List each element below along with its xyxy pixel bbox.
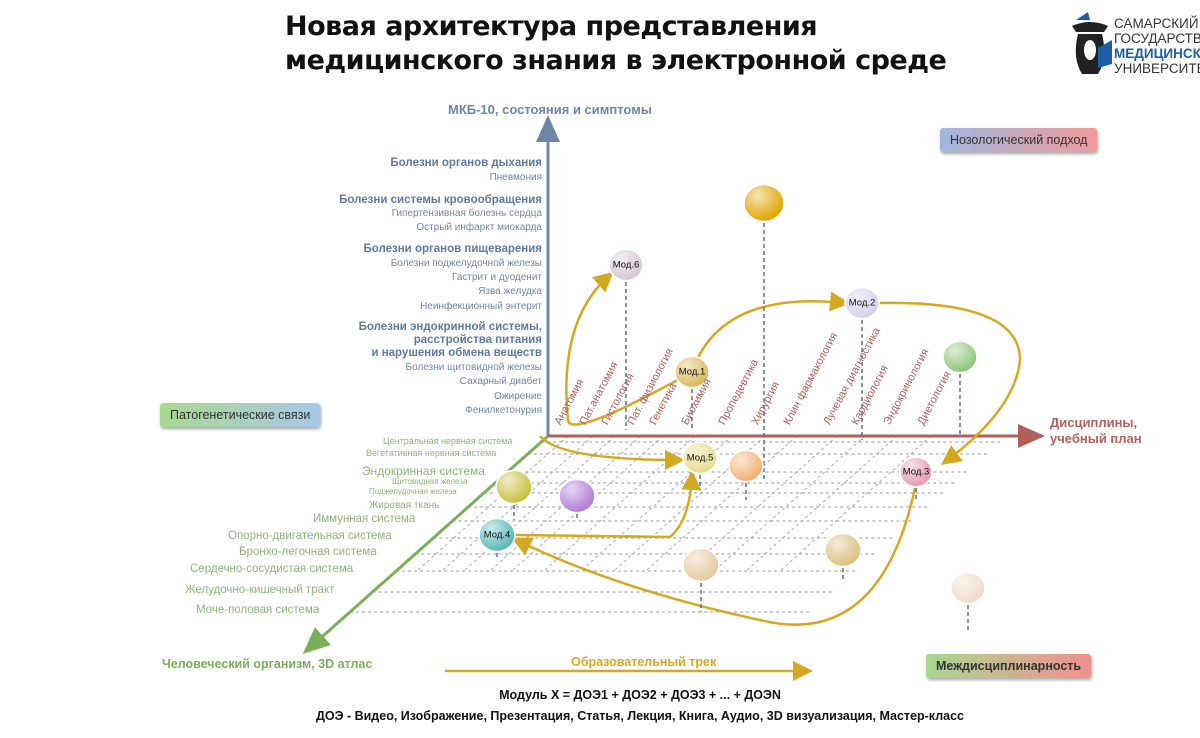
module-sphere[interactable] bbox=[844, 286, 880, 320]
icd-item: Болезни щитовидной железы bbox=[405, 362, 542, 373]
logo-emblem-icon bbox=[1072, 12, 1112, 74]
module-sphere[interactable] bbox=[942, 340, 978, 374]
grid-line bbox=[746, 435, 898, 571]
module-sphere[interactable] bbox=[743, 183, 785, 223]
arrow-mod4-mod5 bbox=[514, 470, 702, 539]
module-label: Мод.3 bbox=[902, 466, 930, 478]
icd-item: Ожирение bbox=[494, 391, 542, 402]
icd-item: Пневмония bbox=[489, 172, 542, 183]
logo-line: УНИВЕРСИТЕТ bbox=[1114, 61, 1200, 76]
logo-line: МЕДИЦИНСКИЙ bbox=[1114, 46, 1200, 61]
nosological-tag: Нозологический подход bbox=[940, 128, 1098, 152]
icd-item: Сахарный диабет bbox=[459, 376, 542, 387]
arrow-mod1-mod2 bbox=[690, 291, 850, 373]
title-line: Новая архитектура представления bbox=[285, 11, 818, 42]
body-system-label: Щитовидная железа bbox=[392, 477, 468, 486]
logo-line: ГОСУДАРСТВЕННЫЙ bbox=[1114, 31, 1200, 46]
body-system-label: Бронхо-легочная система bbox=[239, 546, 377, 559]
horizontal-axis-label: Дисциплины, учебный план bbox=[1050, 415, 1142, 447]
icd-category: и нарушения обмена веществ bbox=[371, 347, 542, 359]
pathogenetic-tag: Патогенетические связи bbox=[160, 403, 321, 427]
body-system-label: Вегетативная нервная система bbox=[366, 447, 497, 458]
module-label: Мод.4 bbox=[483, 529, 511, 541]
module-label: Мод.5 bbox=[686, 452, 714, 464]
module-sphere[interactable] bbox=[899, 456, 933, 488]
module-formula: Модуль X = ДОЭ1 + ДОЭ2 + ДОЭ3 + ... + ДО… bbox=[499, 688, 781, 702]
grid-line bbox=[646, 435, 798, 571]
body-system-label: Желудочно-кишечный тракт bbox=[185, 584, 335, 597]
icd-item: Острый инфаркт миокарда bbox=[416, 222, 542, 233]
body-system-label: Опорно-двигательная система bbox=[228, 530, 392, 543]
diagonal-axis-label: Человеческий организм, 3D атлас bbox=[162, 657, 373, 671]
icd-item: Болезни поджелудочной железы bbox=[390, 258, 542, 269]
body-system-label: Центральная нервная система bbox=[383, 435, 513, 446]
icd-category: расстройства питания bbox=[413, 334, 542, 346]
icd-category: Болезни эндокринной системы, bbox=[358, 321, 542, 333]
module-sphere[interactable] bbox=[682, 441, 718, 475]
arrow-to-mod5 bbox=[539, 435, 685, 470]
module-label: Мод.1 bbox=[678, 366, 706, 378]
slide-title: Новая архитектура представления медицинс… bbox=[285, 10, 947, 78]
icd-category: Болезни системы кровообращения bbox=[339, 194, 542, 206]
axis-label-line: Дисциплины, bbox=[1050, 415, 1138, 430]
doe-legend: ДОЭ - Видео, Изображение, Презентация, С… bbox=[315, 709, 965, 723]
icd-item: Гастрит и дуоденит bbox=[451, 272, 542, 283]
logo-text: САМАРСКИЙ ГОСУДАРСТВЕННЫЙ МЕДИЦИНСКИЙ УН… bbox=[1114, 16, 1200, 76]
vertical-axis-label: МКБ-10, состояния и симптомы bbox=[448, 102, 652, 117]
track-arrows bbox=[445, 271, 1022, 681]
body-system-label: Эндокринная система bbox=[362, 464, 485, 478]
icd-item: Гипертензивная болезнь сердца bbox=[391, 208, 542, 219]
interdisciplinary-tag: Междисциплинарность bbox=[926, 654, 1092, 678]
axis-label-line: учебный план bbox=[1050, 431, 1142, 446]
icd-category: Болезни органов пищеварения bbox=[363, 243, 542, 255]
module-sphere[interactable] bbox=[478, 517, 516, 553]
module-label: Мод.2 bbox=[848, 297, 876, 309]
body-system-label: Жировая ткань bbox=[369, 500, 440, 511]
body-system-label: Сердечно-сосудистая система bbox=[190, 563, 354, 576]
module-label: Мод.6 bbox=[612, 259, 640, 271]
logo-line: САМАРСКИЙ bbox=[1114, 16, 1199, 31]
module-sphere[interactable] bbox=[728, 449, 764, 483]
module-sphere[interactable] bbox=[608, 248, 644, 282]
arrow-mod1-mod6 bbox=[565, 271, 693, 426]
body-system-label: Моче-половая система bbox=[196, 604, 320, 617]
icd-item: Фенилкетонурия bbox=[465, 405, 542, 416]
body-system-label: Иммунная система bbox=[313, 513, 416, 526]
icd-category: Болезни органов дыхания bbox=[390, 157, 542, 169]
module-sphere[interactable] bbox=[824, 532, 862, 568]
university-logo: САМАРСКИЙ ГОСУДАРСТВЕННЫЙ МЕДИЦИНСКИЙ УН… bbox=[1068, 8, 1200, 83]
module-sphere[interactable] bbox=[950, 571, 986, 605]
title-line: медицинского знания в электронной среде bbox=[285, 45, 947, 76]
arrow-mod2-mod3 bbox=[877, 301, 1022, 465]
icd-item: Неинфекционный энтерит bbox=[420, 301, 542, 312]
module-sphere[interactable] bbox=[682, 547, 720, 583]
module-spheres bbox=[478, 183, 986, 632]
module-sphere[interactable] bbox=[495, 469, 533, 505]
module-sphere[interactable] bbox=[674, 355, 710, 389]
module-sphere[interactable] bbox=[558, 478, 596, 514]
icd-item: Язва желудка bbox=[478, 286, 542, 297]
body-system-label: Поджелудочная железа bbox=[369, 487, 457, 496]
track-label: Образовательный трек bbox=[571, 655, 717, 669]
arrow-mod3-mod4 bbox=[511, 487, 917, 626]
